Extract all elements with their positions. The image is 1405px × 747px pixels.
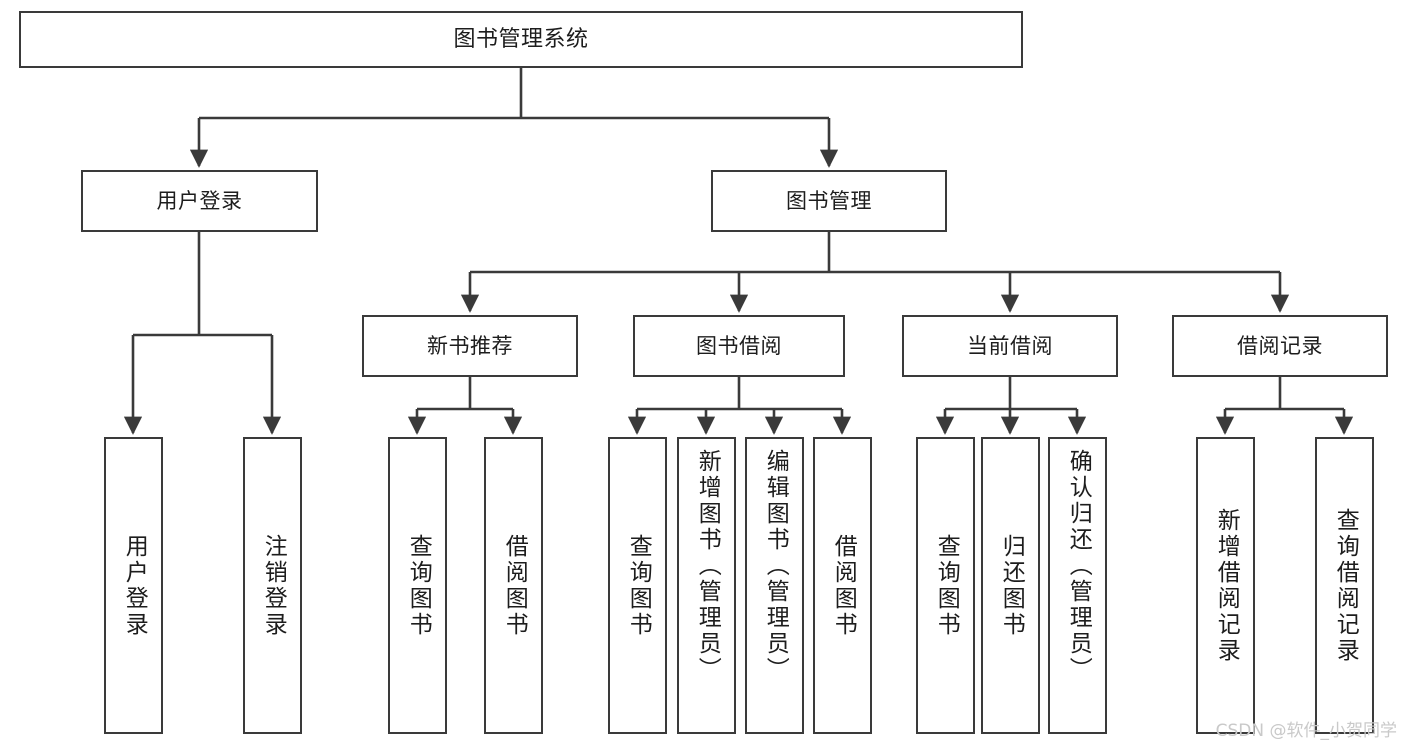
leaf-return-books[interactable]: 归还图书	[981, 437, 1040, 734]
node-label: 编辑图书（管理员）	[762, 449, 789, 683]
leaf-confirm-return-admin[interactable]: 确认归还（管理员）	[1048, 437, 1107, 734]
leaf-query-borrow-record[interactable]: 查询借阅记录	[1315, 437, 1374, 734]
node-current-borrow[interactable]: 当前借阅	[902, 315, 1118, 377]
node-borrow-record[interactable]: 借阅记录	[1172, 315, 1388, 377]
node-label: 查询图书	[625, 533, 652, 638]
leaf-user-login[interactable]: 用户登录	[104, 437, 163, 734]
node-label: 借阅图书	[501, 533, 528, 638]
node-label: 用户登录	[121, 533, 148, 638]
leaf-add-book-admin[interactable]: 新增图书（管理员）	[677, 437, 736, 734]
node-label: 注销登录	[260, 533, 287, 638]
node-root-book-management-system[interactable]: 图书管理系统	[19, 11, 1023, 68]
node-label: 归还图书	[998, 533, 1025, 638]
leaf-query-books-newbook[interactable]: 查询图书	[388, 437, 447, 734]
node-label: 图书管理	[786, 188, 872, 213]
node-book-management[interactable]: 图书管理	[711, 170, 947, 232]
leaf-edit-book-admin[interactable]: 编辑图书（管理员）	[745, 437, 804, 734]
leaf-borrow-books-borrow[interactable]: 借阅图书	[813, 437, 872, 734]
node-label: 新书推荐	[427, 333, 513, 358]
node-label: 查询借阅记录	[1332, 507, 1359, 664]
node-label: 用户登录	[156, 188, 243, 213]
leaf-borrow-books-newbook[interactable]: 借阅图书	[484, 437, 543, 734]
leaf-logout-login[interactable]: 注销登录	[243, 437, 302, 734]
node-book-borrow[interactable]: 图书借阅	[633, 315, 845, 377]
node-label: 查询图书	[405, 533, 432, 638]
watermark-text: CSDN @软件_小贺同学	[1215, 721, 1397, 741]
node-label: 图书管理系统	[453, 26, 589, 52]
node-label: 图书借阅	[696, 333, 782, 358]
node-new-book-recommend[interactable]: 新书推荐	[362, 315, 578, 377]
node-label: 确认归还（管理员）	[1065, 449, 1092, 683]
leaf-add-borrow-record[interactable]: 新增借阅记录	[1196, 437, 1255, 734]
node-label: 新增借阅记录	[1213, 507, 1240, 664]
node-label: 新增图书（管理员）	[694, 449, 721, 683]
leaf-query-books-borrow[interactable]: 查询图书	[608, 437, 667, 734]
node-user-login[interactable]: 用户登录	[81, 170, 318, 232]
node-label: 借阅图书	[830, 533, 857, 638]
node-label: 借阅记录	[1237, 333, 1323, 358]
leaf-query-books-current[interactable]: 查询图书	[916, 437, 975, 734]
node-label: 查询图书	[933, 533, 960, 638]
node-label: 当前借阅	[967, 333, 1053, 358]
